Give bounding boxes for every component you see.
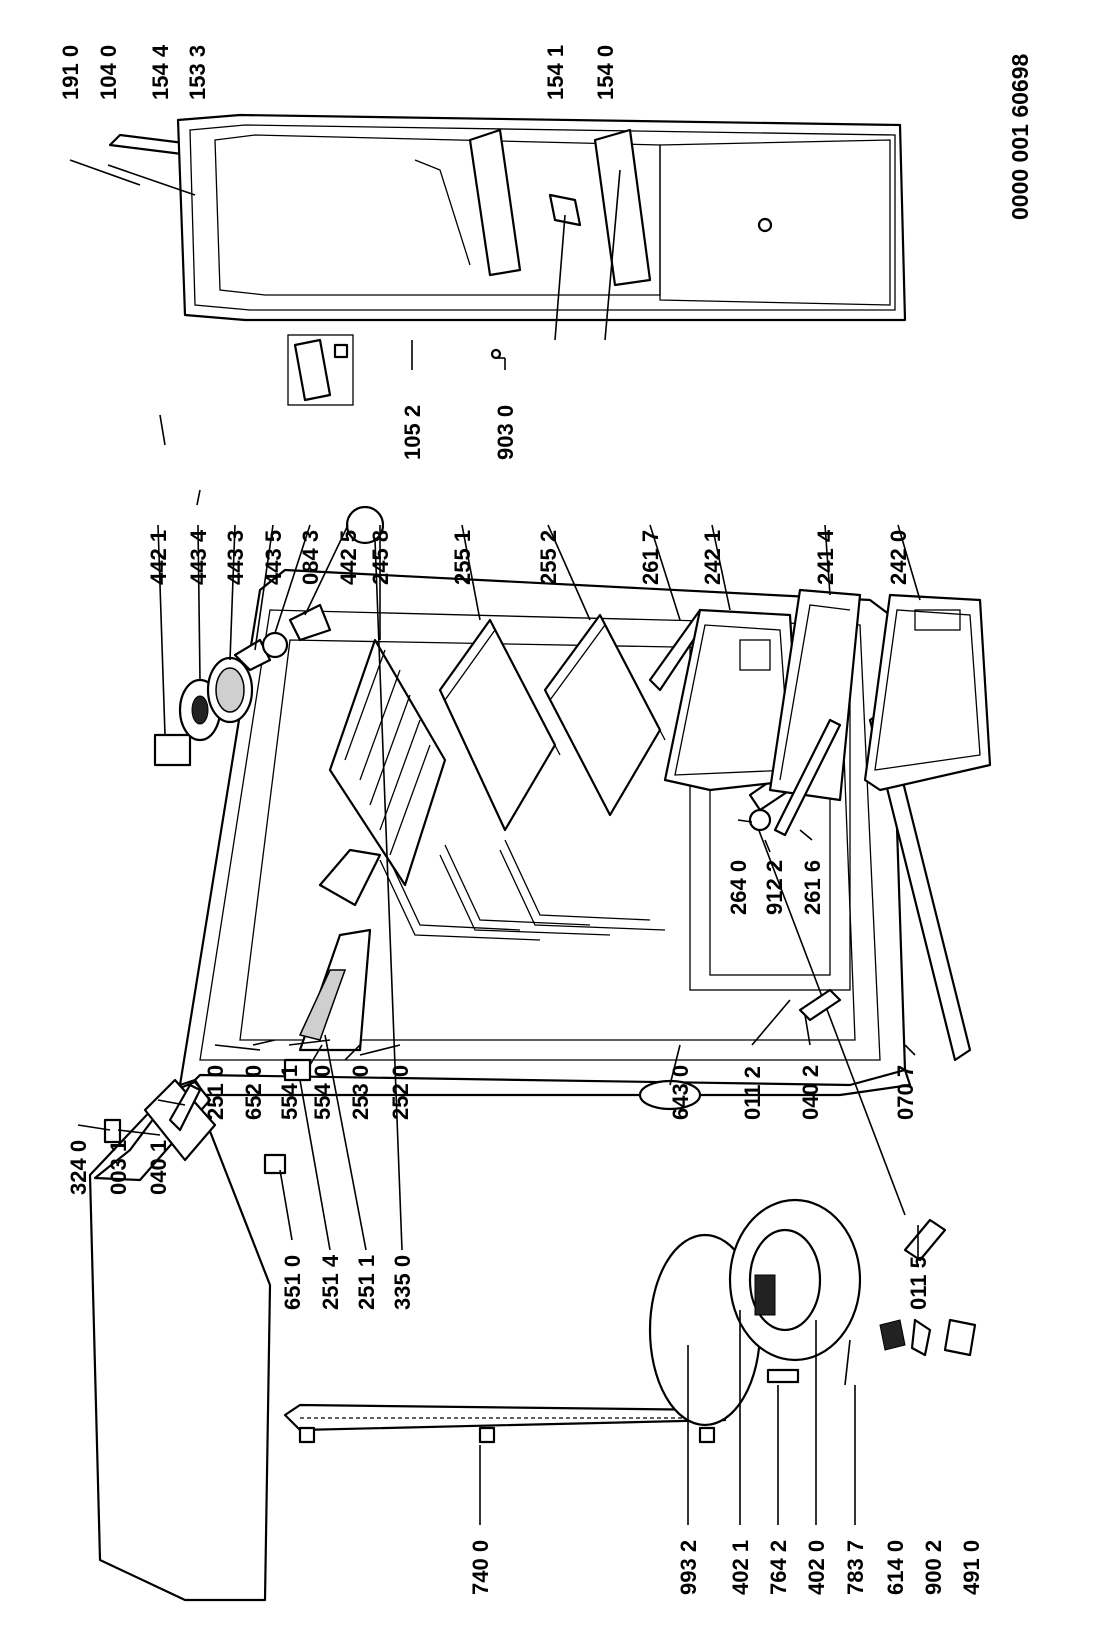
part-label: 764 2 [766, 1540, 791, 1595]
door-knob [757, 217, 773, 233]
part-label: 242 0 [886, 530, 911, 585]
part-label: 652 0 [241, 1065, 266, 1120]
part-label: 252 0 [388, 1065, 413, 1120]
reference-number: 0000 001 60698 [1007, 54, 1033, 220]
part-label: 335 0 [390, 1255, 415, 1310]
drain-hole [638, 1079, 702, 1111]
glass-shelf-1 [438, 618, 561, 832]
shelf-rails [379, 839, 666, 941]
door-clip [548, 193, 582, 227]
drawer-rail-lower [773, 718, 842, 837]
part-label: 154 4 [148, 44, 173, 100]
condenser [283, 1403, 727, 1444]
door-balcony-lower [593, 128, 652, 287]
part-label: 253 0 [348, 1065, 373, 1120]
part-label: 040 1 [146, 1140, 171, 1195]
part-label: 614 0 [883, 1540, 908, 1595]
part-label: 084 3 [298, 530, 323, 585]
hinge-cap [103, 1118, 122, 1144]
bottle-retainer [414, 159, 471, 266]
part-label: 783 7 [843, 1540, 868, 1595]
lower-hinge [798, 988, 842, 1022]
part-label: 154 0 [593, 45, 618, 100]
part-label: 011 5 [906, 1256, 931, 1310]
door-screw [490, 348, 502, 360]
part-label: 255 2 [536, 530, 561, 585]
part-label: 191 0 [58, 45, 83, 100]
part-label: 912 2 [762, 860, 787, 915]
part-label: 443 4 [186, 529, 211, 585]
part-label: 104 0 [96, 45, 121, 100]
part-label: 040 2 [798, 1065, 823, 1120]
part-label: 402 1 [728, 1540, 753, 1595]
part-labels: 740 0 993 2 402 1 764 2 402 0 783 7 614 … [58, 44, 984, 1595]
fan-assembly [153, 603, 332, 767]
part-label: 255 1 [450, 530, 475, 585]
part-label: 324 0 [66, 1140, 91, 1195]
part-label: 900 2 [921, 1540, 946, 1595]
part-label: 554 0 [310, 1065, 335, 1120]
part-label: 651 0 [280, 1255, 305, 1310]
door-balcony-upper [468, 128, 522, 277]
glass-shelf-2 [543, 613, 666, 817]
drawer-wheel [748, 808, 772, 832]
door-assembly [108, 113, 907, 406]
part-label: 245 8 [368, 530, 393, 585]
part-label: 402 0 [804, 1540, 829, 1595]
part-label: 070 7 [893, 1065, 918, 1120]
part-label: 241 4 [813, 529, 838, 585]
leader-lines [69, 159, 921, 1525]
part-label: 443 3 [223, 530, 248, 585]
hinge-rail-bottom [903, 1218, 947, 1262]
lamp-cover [345, 505, 385, 545]
electrical-parts [766, 1318, 977, 1386]
part-label: 643 0 [668, 1065, 693, 1120]
part-label: 554 1 [277, 1065, 302, 1120]
crisper-cover [768, 588, 862, 802]
part-label: 993 2 [676, 1540, 701, 1595]
part-label: 261 7 [638, 530, 663, 585]
crisper-drawer-lower [863, 593, 992, 792]
part-label: 153 3 [185, 45, 210, 100]
part-label: 740 0 [468, 1540, 493, 1595]
part-label: 251 1 [354, 1255, 379, 1310]
part-label: 154 1 [543, 45, 568, 100]
part-label: 442 5 [336, 530, 361, 585]
part-label: 251 0 [203, 1065, 228, 1120]
part-label: 261 6 [800, 860, 825, 915]
part-label: 251 4 [318, 1254, 343, 1310]
part-label: 011 2 [740, 1066, 765, 1120]
part-label: 442 1 [146, 530, 171, 585]
wire-shelf [328, 638, 447, 887]
part-label: 903 0 [493, 405, 518, 460]
part-label: 491 0 [959, 1540, 984, 1595]
part-label: 264 0 [726, 860, 751, 915]
upper-hinge [168, 1083, 202, 1132]
part-label: 443 5 [261, 530, 286, 585]
part-label: 242 1 [700, 530, 725, 585]
part-label: 003 1 [106, 1140, 131, 1195]
compressor [648, 1198, 862, 1427]
part-label: 105 2 [400, 405, 425, 460]
